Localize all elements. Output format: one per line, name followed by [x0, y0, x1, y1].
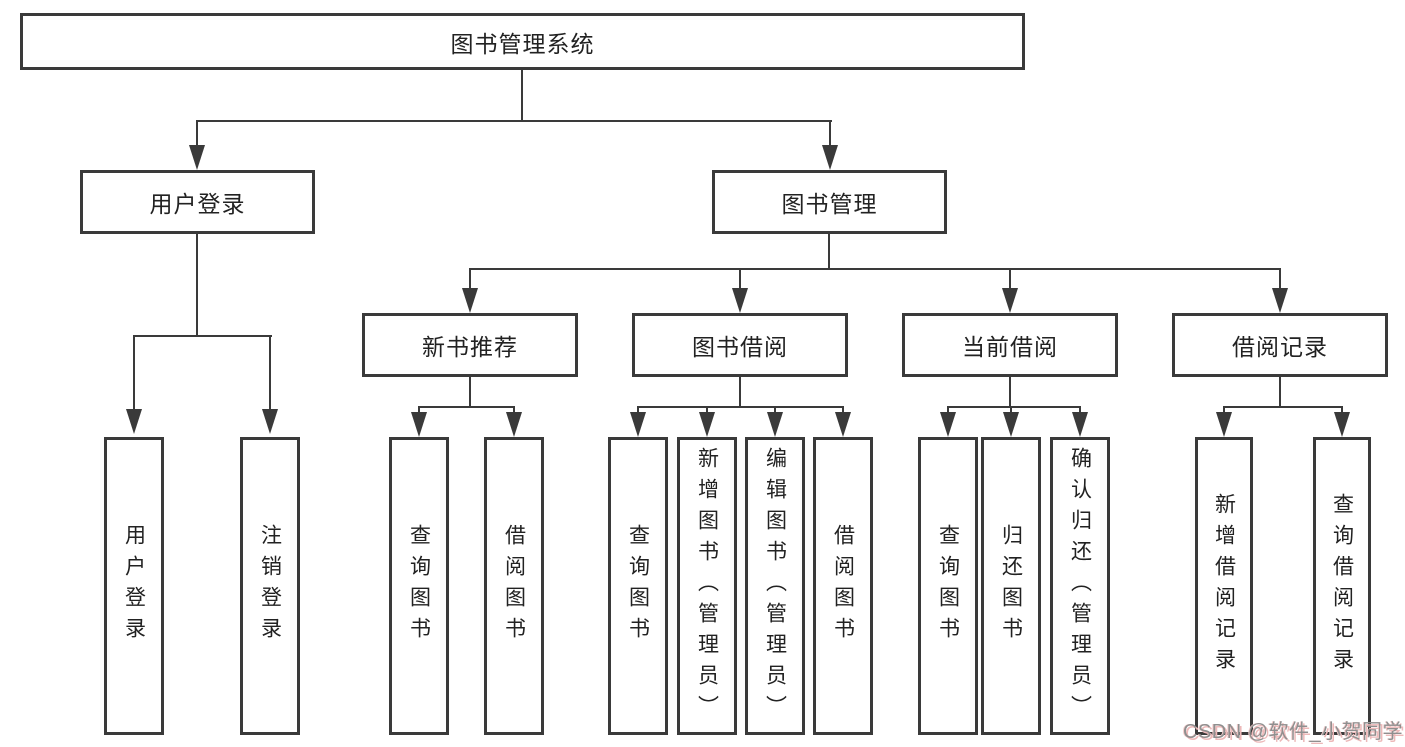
node-book-borrowing-label: 图书借阅: [692, 334, 788, 360]
leaf-label: 查询图书: [407, 524, 431, 648]
leaf-label: 编辑图书（管理员）: [763, 446, 787, 726]
arrow-down-icon: [1003, 412, 1019, 437]
leaf-label: 借阅图书: [831, 524, 855, 648]
connector-borrowing-split: [637, 406, 844, 408]
connector-leaf-drop: [133, 335, 135, 412]
connector-records-stem: [1279, 377, 1281, 406]
connector-level2-drop: [469, 268, 471, 290]
leaf-query-books-recommend: 查询图书: [389, 437, 449, 735]
leaf-label: 新增图书（管理员）: [695, 446, 719, 726]
connector-leaf-drop: [774, 406, 776, 413]
node-user-login: 用户登录: [80, 170, 315, 234]
arrow-down-icon: [699, 412, 715, 437]
arrow-down-icon: [835, 412, 851, 437]
connector-borrowing-stem: [739, 377, 741, 406]
node-new-book-recommend-label: 新书推荐: [422, 334, 518, 360]
connector-level2-drop: [1009, 268, 1011, 290]
leaf-label: 查询图书: [626, 524, 650, 648]
leaf-user-login: 用户登录: [104, 437, 164, 735]
connector-book-mgmt-drop: [829, 120, 831, 147]
arrow-down-icon: [940, 412, 956, 437]
connector-root-split: [196, 120, 832, 122]
arrow-down-icon: [462, 288, 478, 313]
node-current-borrowing-label: 当前借阅: [962, 334, 1058, 360]
arrow-down-icon: [630, 412, 646, 437]
connector-root-stem: [521, 70, 523, 121]
arrow-down-icon: [189, 145, 205, 170]
connector-leaf-drop: [513, 406, 515, 413]
connector-leaf-drop: [1341, 406, 1343, 413]
leaf-borrow-books-recommend: 借阅图书: [484, 437, 544, 735]
arrow-down-icon: [732, 288, 748, 313]
connector-user-login-stem: [196, 233, 198, 336]
node-book-borrowing: 图书借阅: [632, 313, 848, 377]
leaf-add-borrow-record: 新增借阅记录: [1195, 437, 1253, 735]
connector-current-split: [947, 406, 1081, 408]
arrow-down-icon: [1334, 412, 1350, 437]
node-new-book-recommend: 新书推荐: [362, 313, 578, 377]
csdn-watermark: CSDN @软件_小贺同学: [1183, 721, 1404, 743]
leaf-label: 查询图书: [936, 524, 960, 648]
leaf-label: 用户登录: [122, 524, 146, 648]
arrow-down-icon: [1216, 412, 1232, 437]
node-book-management-label: 图书管理: [781, 191, 878, 217]
node-borrow-records: 借阅记录: [1172, 313, 1388, 377]
node-user-login-label: 用户登录: [149, 191, 246, 217]
arrow-down-icon: [411, 412, 427, 437]
connector-leaf-drop: [842, 406, 844, 413]
arrow-down-icon: [1272, 288, 1288, 313]
connector-leaf-drop: [1079, 406, 1081, 413]
leaf-query-books-current: 查询图书: [918, 437, 978, 735]
leaf-label: 注销登录: [258, 524, 282, 648]
connector-user-login-drop: [196, 120, 198, 147]
leaf-return-books: 归还图书: [981, 437, 1041, 735]
node-borrow-records-label: 借阅记录: [1232, 334, 1328, 360]
leaf-label: 归还图书: [999, 524, 1023, 648]
connector-leaf-drop: [1223, 406, 1225, 413]
leaf-confirm-return-admin: 确认归还（管理员）: [1050, 437, 1110, 735]
leaf-label: 新增借阅记录: [1212, 493, 1236, 679]
node-root-label: 图书管理系统: [450, 30, 595, 57]
arrow-down-icon: [822, 145, 838, 170]
connector-leaf-drop: [947, 406, 949, 413]
node-book-management: 图书管理: [712, 170, 947, 234]
connector-leaf-drop: [269, 335, 271, 412]
connector-book-mgmt-stem: [828, 233, 830, 268]
leaf-label: 查询借阅记录: [1330, 493, 1354, 679]
arrow-down-icon: [262, 409, 278, 434]
leaf-label: 借阅图书: [502, 524, 526, 648]
connector-book-mgmt-split: [469, 268, 1281, 270]
arrow-down-icon: [506, 412, 522, 437]
connector-current-stem: [1009, 377, 1011, 406]
node-current-borrowing: 当前借阅: [902, 313, 1118, 377]
node-root: 图书管理系统: [20, 13, 1025, 70]
leaf-borrow-books: 借阅图书: [813, 437, 873, 735]
connector-leaf-drop: [637, 406, 639, 413]
connector-recommend-stem: [469, 377, 471, 406]
connector-records-split: [1223, 406, 1343, 408]
arrow-down-icon: [1072, 412, 1088, 437]
connector-level2-drop: [1279, 268, 1281, 290]
connector-level2-drop: [739, 268, 741, 290]
leaf-query-books-borrowing: 查询图书: [608, 437, 668, 735]
leaf-edit-book-admin: 编辑图书（管理员）: [745, 437, 805, 735]
leaf-logout: 注销登录: [240, 437, 300, 735]
arrow-down-icon: [767, 412, 783, 437]
connector-leaf-drop: [418, 406, 420, 413]
leaf-query-borrow-record: 查询借阅记录: [1313, 437, 1371, 735]
connector-user-login-split: [133, 335, 272, 337]
connector-recommend-split: [418, 406, 515, 408]
leaf-add-book-admin: 新增图书（管理员）: [677, 437, 737, 735]
arrow-down-icon: [126, 409, 142, 434]
connector-leaf-drop: [1010, 406, 1012, 413]
arrow-down-icon: [1002, 288, 1018, 313]
connector-leaf-drop: [706, 406, 708, 413]
leaf-label: 确认归还（管理员）: [1068, 446, 1092, 726]
